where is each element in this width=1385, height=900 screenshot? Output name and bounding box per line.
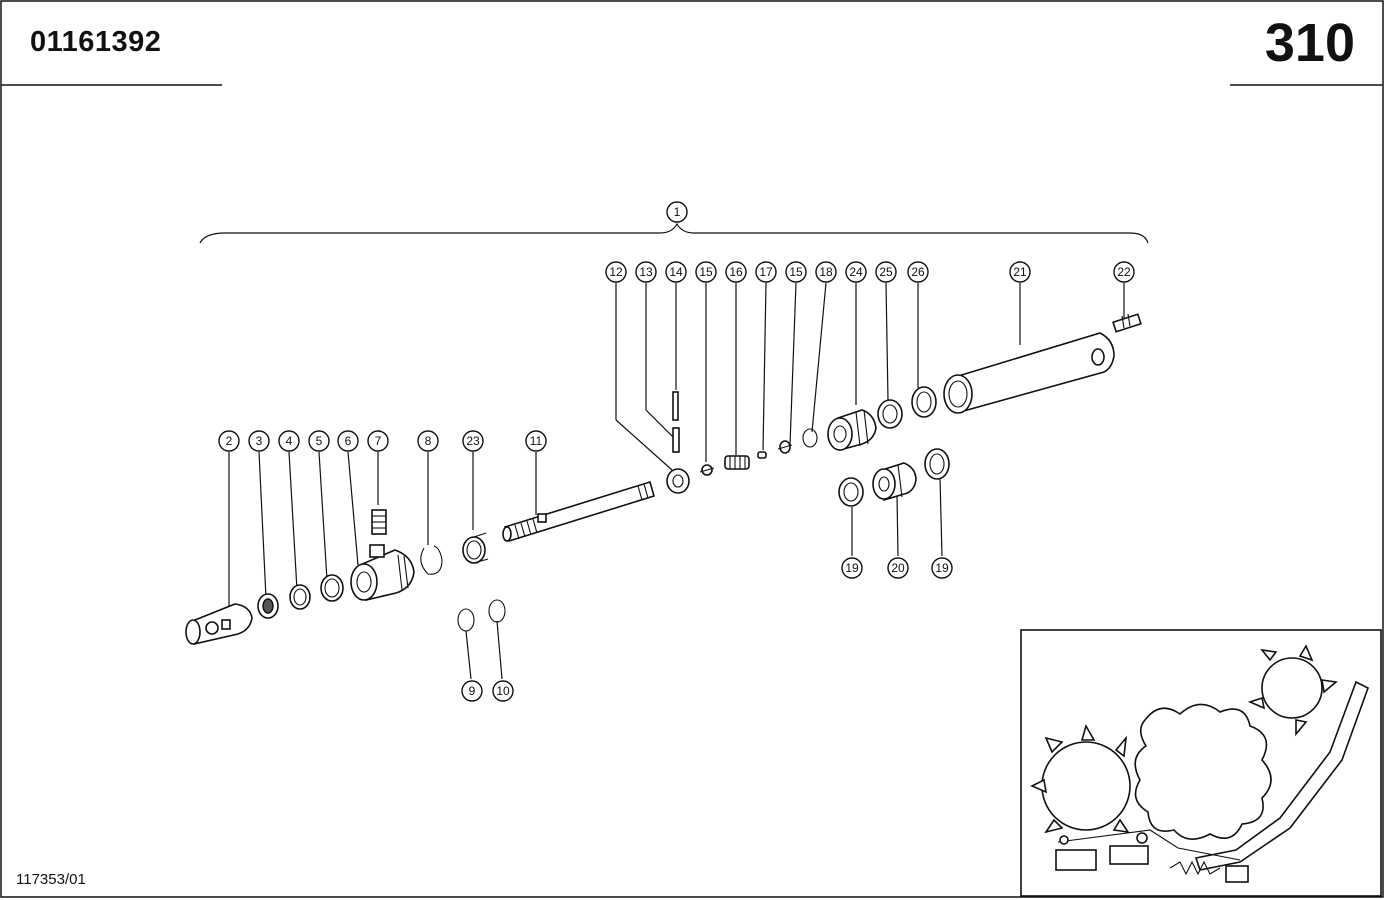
svg-text:25: 25 bbox=[879, 265, 893, 279]
callout-15: 15 bbox=[695, 261, 717, 283]
part-10-o-ring bbox=[488, 599, 506, 623]
svg-text:3: 3 bbox=[256, 434, 263, 448]
part-4-ring bbox=[289, 584, 311, 610]
callout-5: 5 bbox=[308, 430, 330, 452]
part-9-o-ring bbox=[457, 608, 475, 632]
assembly-bracket bbox=[199, 222, 1149, 244]
svg-text:14: 14 bbox=[669, 265, 683, 279]
callout-17: 17 bbox=[755, 261, 777, 283]
callout-23: 23 bbox=[462, 430, 484, 452]
callout-16: 16 bbox=[725, 261, 747, 283]
part-6-cylinder-head bbox=[350, 544, 415, 601]
callout-9: 9 bbox=[461, 680, 483, 702]
part-12-nut bbox=[666, 468, 690, 494]
svg-text:19: 19 bbox=[845, 561, 859, 575]
callout-20: 20 bbox=[887, 557, 909, 579]
svg-text:2: 2 bbox=[226, 434, 233, 448]
svg-text:22: 22 bbox=[1117, 265, 1131, 279]
part-23-guide-ring bbox=[462, 532, 489, 564]
callout-7: 7 bbox=[367, 430, 389, 452]
callout-15-b: 15 bbox=[785, 261, 807, 283]
svg-text:26: 26 bbox=[911, 265, 925, 279]
callout-14: 14 bbox=[665, 261, 687, 283]
part-24-piston bbox=[827, 409, 877, 452]
callout-10: 10 bbox=[492, 680, 514, 702]
svg-text:15: 15 bbox=[789, 265, 803, 279]
part-7-fitting bbox=[371, 509, 387, 535]
drawing-reference: 117353/01 bbox=[16, 871, 86, 888]
part-2-clevis bbox=[185, 603, 253, 645]
callout-19-right: 19 bbox=[931, 557, 953, 579]
callout-4: 4 bbox=[278, 430, 300, 452]
part-19-ring-left bbox=[838, 477, 864, 507]
part-number: 01161392 bbox=[30, 26, 162, 58]
part-15-valve-2 bbox=[777, 440, 793, 454]
svg-text:17: 17 bbox=[759, 265, 773, 279]
part-3-nut bbox=[257, 593, 279, 619]
callout-19-left: 19 bbox=[841, 557, 863, 579]
svg-text:16: 16 bbox=[729, 265, 743, 279]
callout-18: 18 bbox=[815, 261, 837, 283]
part-5-ring bbox=[320, 574, 344, 602]
callout-8: 8 bbox=[417, 430, 439, 452]
svg-text:8: 8 bbox=[425, 434, 432, 448]
part-19-ring-right bbox=[924, 448, 950, 480]
svg-text:19: 19 bbox=[935, 561, 949, 575]
svg-text:13: 13 bbox=[639, 265, 653, 279]
callout-24: 24 bbox=[845, 261, 867, 283]
part-25-ring bbox=[877, 399, 903, 429]
svg-text:21: 21 bbox=[1013, 265, 1027, 279]
inset-overview bbox=[1020, 629, 1382, 897]
callout-26: 26 bbox=[907, 261, 929, 283]
leader-lines bbox=[228, 282, 1125, 680]
part-13-pin bbox=[672, 427, 680, 453]
part-17-ball bbox=[757, 451, 767, 459]
part-14-pin bbox=[672, 391, 679, 421]
part-22-grease-nipple bbox=[1112, 313, 1142, 333]
part-18-o-ring bbox=[802, 428, 818, 448]
part-8-snap-ring bbox=[420, 545, 443, 575]
page-number: 310 bbox=[1264, 13, 1355, 73]
part-15-valve bbox=[699, 464, 715, 476]
callout-11: 11 bbox=[525, 430, 547, 452]
part-26-ring bbox=[911, 386, 937, 418]
svg-text:23: 23 bbox=[466, 434, 480, 448]
callout-25: 25 bbox=[875, 261, 897, 283]
svg-text:15: 15 bbox=[699, 265, 713, 279]
callout-2: 2 bbox=[218, 430, 240, 452]
callout-13: 13 bbox=[635, 261, 657, 283]
machine-overview-sketch bbox=[1030, 644, 1369, 883]
svg-text:6: 6 bbox=[345, 434, 352, 448]
svg-text:12: 12 bbox=[609, 265, 623, 279]
part-21-cylinder-tube bbox=[943, 332, 1115, 414]
svg-text:7: 7 bbox=[375, 434, 382, 448]
svg-text:1: 1 bbox=[674, 205, 681, 219]
svg-text:20: 20 bbox=[891, 561, 905, 575]
svg-text:24: 24 bbox=[849, 265, 863, 279]
svg-text:9: 9 bbox=[469, 684, 476, 698]
svg-text:4: 4 bbox=[286, 434, 293, 448]
part-11-piston-rod bbox=[502, 480, 655, 543]
svg-text:18: 18 bbox=[819, 265, 833, 279]
svg-text:5: 5 bbox=[316, 434, 323, 448]
callout-6: 6 bbox=[337, 430, 359, 452]
callout-1: 1 bbox=[666, 201, 688, 223]
callout-21: 21 bbox=[1009, 261, 1031, 283]
part-20-piston bbox=[872, 462, 917, 502]
callout-12: 12 bbox=[605, 261, 627, 283]
callout-22: 22 bbox=[1113, 261, 1135, 283]
part-16-spring bbox=[724, 455, 750, 470]
callout-3: 3 bbox=[248, 430, 270, 452]
svg-text:11: 11 bbox=[530, 434, 543, 448]
svg-text:10: 10 bbox=[496, 684, 510, 698]
